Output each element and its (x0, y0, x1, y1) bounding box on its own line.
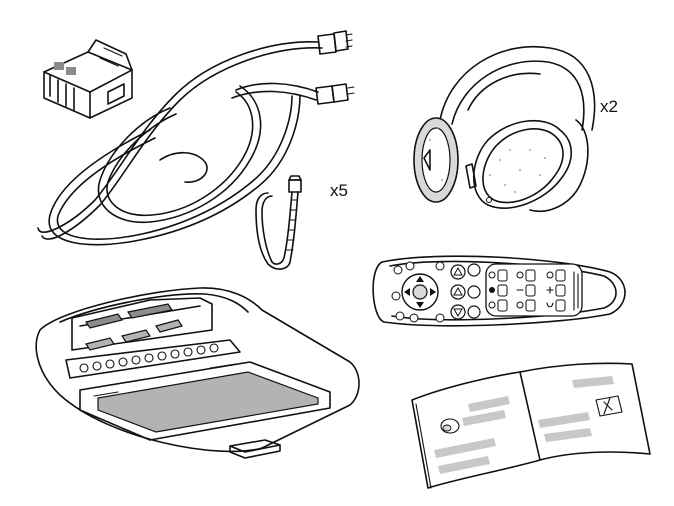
remote-control (372, 255, 626, 327)
manual (411, 362, 651, 489)
headphones-speckle (429, 127, 546, 193)
overhead-monitor (35, 287, 360, 459)
headphones (413, 46, 596, 212)
terminal-connector (43, 39, 133, 119)
wire-harness (37, 30, 355, 246)
cable-ties-quantity-label: x5 (330, 181, 348, 200)
cable-tie (255, 175, 302, 270)
headphones-quantity-label: x2 (600, 97, 618, 116)
